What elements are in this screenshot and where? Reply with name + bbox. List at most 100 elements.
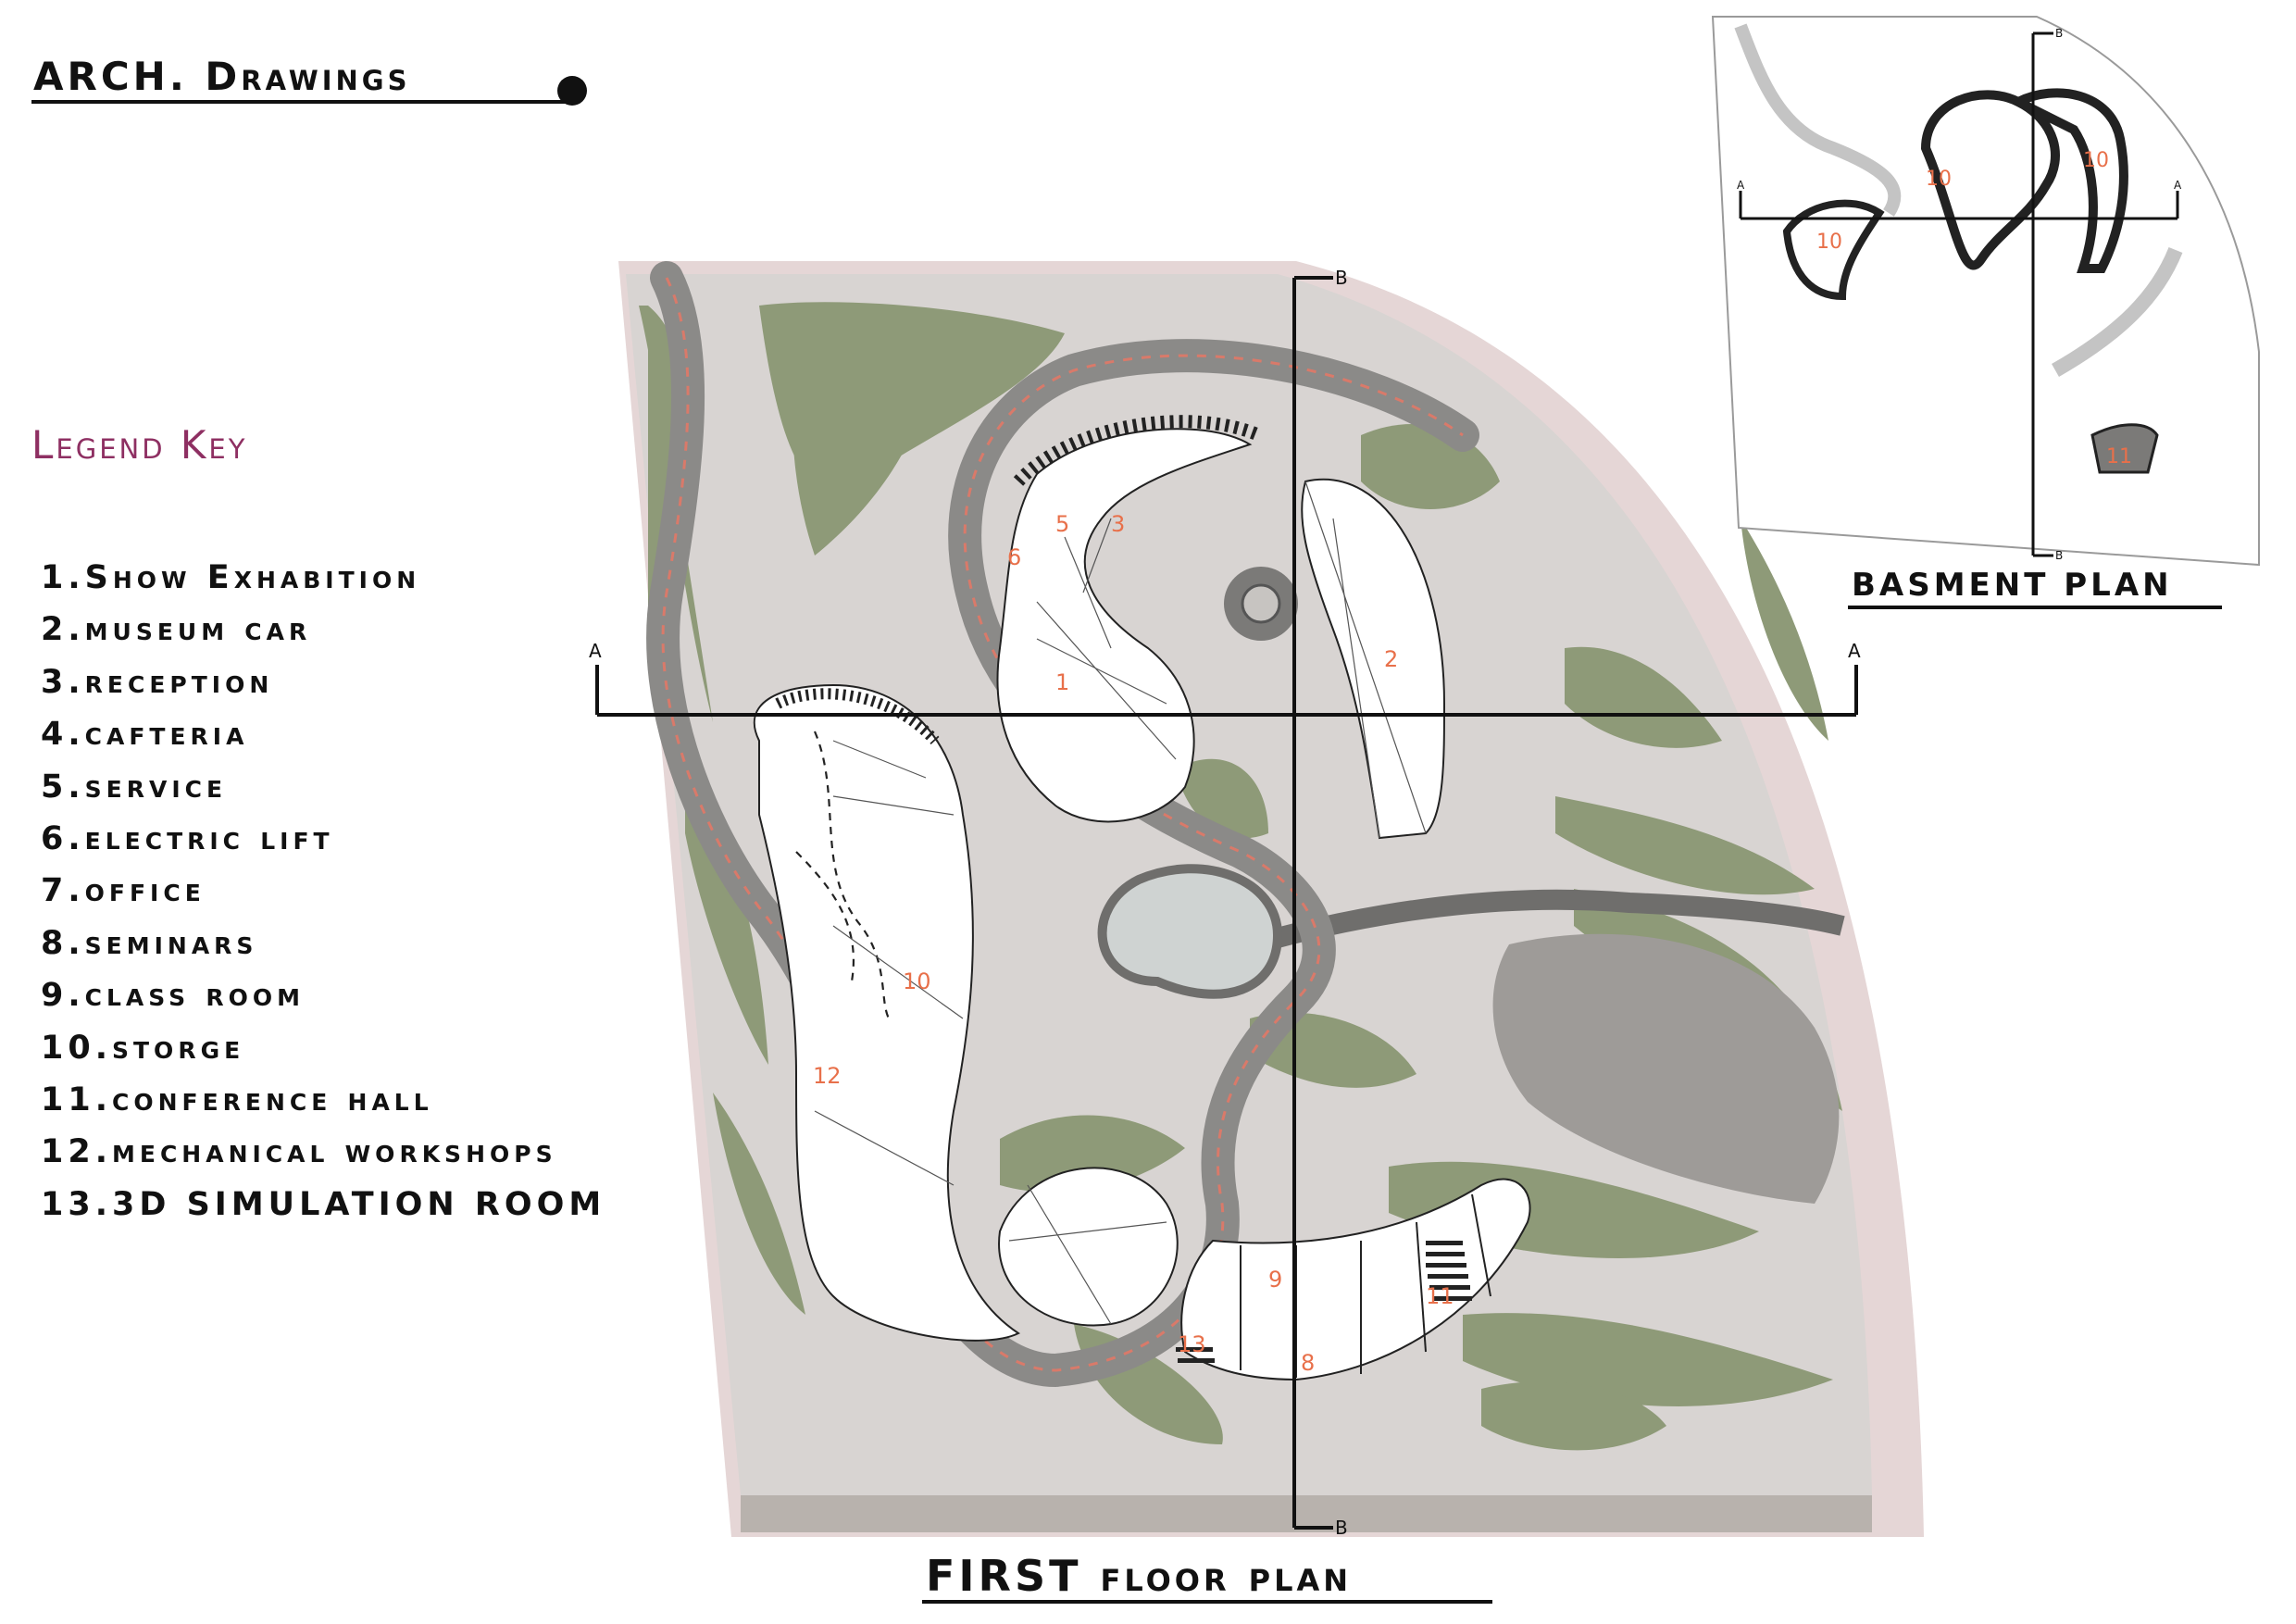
oval-hall: [998, 1167, 1179, 1327]
section-lines: [595, 276, 1858, 1530]
legend-item: 12.mechanical workshops: [41, 1133, 557, 1171]
basement-access-ramp: [1734, 23, 1902, 217]
legend-item: 13.3D SIMULATION ROOM: [41, 1185, 606, 1223]
section-b-label: B: [2055, 549, 2063, 562]
legend-item: 10.storge: [41, 1029, 245, 1067]
grid-line: [1008, 1221, 1167, 1242]
drawing-title: ARCH. Drawings: [33, 54, 411, 99]
room-number: 13: [1178, 1331, 1206, 1357]
oval-hall-grid: [1008, 1184, 1167, 1325]
grid-line: [1027, 1184, 1112, 1325]
room-number: 2: [1384, 646, 1398, 672]
green-patch: [1565, 646, 1722, 748]
parking-lot: [1492, 933, 1840, 1204]
grid-line: [1064, 536, 1112, 649]
green-patch: [713, 1093, 805, 1315]
room-number: 10: [1816, 231, 1842, 254]
room-number: 9: [1268, 1267, 1282, 1293]
race-track-edge: [661, 277, 1464, 1372]
section-a-label: A: [1737, 179, 1745, 192]
basement-conference-hall: [2090, 423, 2159, 474]
room-number: 6: [1007, 544, 1021, 570]
legend-item: 1.Show Exhabition: [41, 559, 421, 596]
legend-item: 11.conference hall: [41, 1081, 433, 1119]
legend-list: 1.Show Exhabition 2.museum car 3.recepti…: [41, 552, 605, 1230]
grid-line: [1332, 518, 1380, 839]
roundabout-island: [1241, 583, 1281, 624]
room-wall: [1471, 1193, 1491, 1297]
room-number: 10: [903, 968, 931, 994]
workshop-building-roof-curve: [775, 688, 940, 745]
grid-line: [1036, 601, 1177, 760]
room-numbers: 1 2 3 5 6 10 12 9 11 13 8: [813, 511, 1454, 1376]
legend-item: 7.office: [41, 872, 206, 910]
section-b-label: B: [1335, 267, 1348, 289]
section-a-label: A: [589, 640, 602, 662]
green-patch: [792, 361, 926, 556]
green-patch: [1481, 1381, 1666, 1451]
basement-storage-west: [1782, 199, 1885, 301]
first-floor-plan: 1 2 3 5 6 10 12 9 11 13 8 A A B B: [589, 261, 1924, 1539]
legend-item: 5.service: [41, 768, 228, 806]
seat-row: [1429, 1285, 1470, 1290]
room-number: 5: [1055, 511, 1069, 537]
room-number: 3: [1111, 511, 1125, 537]
exhibition-wing-outer-ring: [1013, 415, 1262, 486]
section-labels: A A B B: [589, 267, 1861, 1539]
grid-line: [1036, 638, 1167, 705]
seat-row: [1176, 1347, 1213, 1352]
basement-plan-caption: BASMENT PLAN: [1852, 567, 2173, 604]
room-number: 10: [2083, 149, 2109, 172]
section-a-label: A: [2174, 179, 2182, 192]
green-patch: [1741, 518, 1828, 741]
workshop-dashed-outline: [795, 731, 890, 1019]
legend-item: 8.seminars: [41, 924, 258, 962]
basement-section-lines: [1739, 31, 2179, 557]
legend-item: 9.class room: [41, 977, 305, 1015]
room-number: 11: [2106, 445, 2132, 468]
room-number: 11: [1426, 1283, 1454, 1309]
legend-item: 4.cafteria: [41, 716, 249, 754]
inner-loop-road: [1097, 864, 1283, 999]
room-wall: [1416, 1221, 1427, 1353]
green-patch: [1250, 1012, 1416, 1088]
exhibition-wing-grid: [1036, 518, 1177, 760]
seat-row: [1426, 1241, 1463, 1245]
dashed-line: [813, 731, 890, 1019]
basement-plan: 10 10 10 11 A A B B: [1711, 16, 2260, 567]
section-b-label: B: [2055, 27, 2063, 40]
title-underline: [31, 100, 572, 104]
room-number: 8: [1301, 1350, 1315, 1376]
museum-car-hall: [1301, 479, 1446, 840]
room-number: 1: [1055, 669, 1069, 695]
grid-line: [814, 1110, 955, 1186]
legend-item: 3.reception: [41, 663, 274, 701]
auditorium-seats: [1176, 1241, 1472, 1363]
first-floor-caption-underline: [922, 1600, 1492, 1604]
workshop-grid: [814, 740, 964, 1186]
green-patch: [1555, 796, 1815, 895]
dashed-line: [795, 851, 855, 982]
room-number: 10: [1926, 168, 1952, 191]
basement-ramp-curve: [2052, 246, 2183, 377]
grid-line: [832, 795, 955, 816]
title-bullet-dot: [557, 76, 587, 106]
grid-line: [832, 740, 927, 779]
green-patch: [1176, 758, 1268, 839]
basement-section-labels: A A B B: [1737, 27, 2182, 562]
section-a-label: A: [1848, 640, 1861, 662]
green-patch: [1000, 1115, 1185, 1193]
exhibition-wing: [996, 428, 1253, 823]
seat-row: [1178, 1358, 1215, 1363]
museum-car-grid: [1304, 481, 1427, 839]
first-floor-plan-caption: FIRST floor plan: [926, 1551, 1353, 1601]
seat-row: [1433, 1296, 1472, 1301]
seat-row: [1428, 1274, 1468, 1279]
section-b-label: B: [1335, 1517, 1348, 1539]
seat-row: [1426, 1252, 1465, 1256]
grid-line: [832, 925, 964, 1019]
basement-room-numbers: 10 10 10 11: [1816, 149, 2132, 468]
basement-s-structure: [1920, 90, 2060, 270]
legend-item: 2.museum car: [41, 611, 312, 649]
grid-line: [1304, 481, 1427, 834]
